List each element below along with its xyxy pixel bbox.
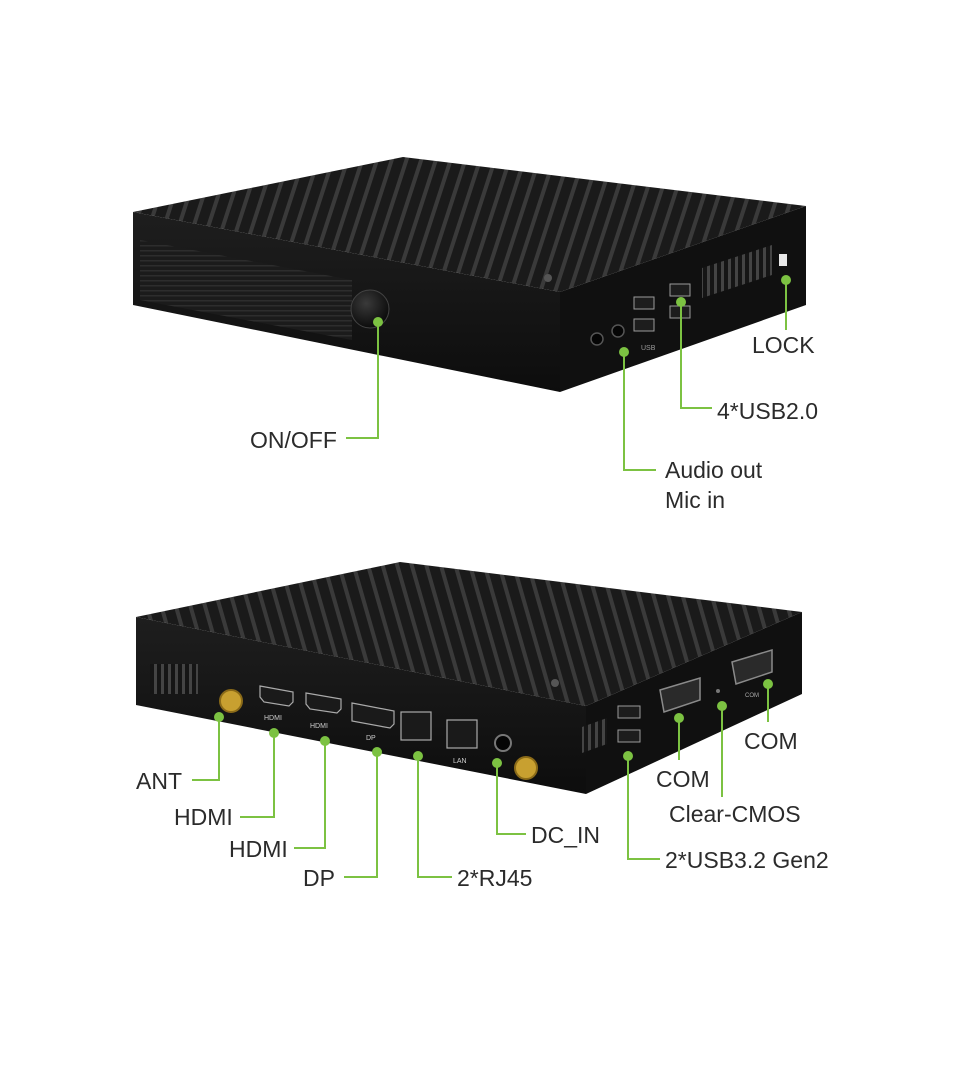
leader-usb20-line [680, 302, 712, 409]
leader-dp-line [344, 752, 378, 878]
com-port-2 [731, 648, 773, 685]
hdmi-port-1-mark: HDMI [264, 715, 282, 722]
leader-usb20-dot [676, 297, 686, 307]
leader-com-1-dot [674, 713, 684, 723]
leader-lock-dot [781, 275, 791, 285]
dc-in-jack [494, 734, 512, 752]
callout-leaders [192, 275, 791, 878]
leader-hdmi-2-dot [320, 736, 330, 746]
lock-slot [779, 254, 787, 266]
leader-ant-line [192, 717, 220, 781]
front-device-vent-stripes [140, 240, 352, 340]
com-port-1 [659, 676, 701, 713]
leader-hdmi-1-line [240, 733, 275, 818]
front-device: USB [133, 157, 806, 392]
rear-usb-port-1 [617, 705, 641, 719]
rear-left-vent [150, 664, 198, 694]
lan-port-mark: LAN [453, 758, 467, 765]
label-com-2: COM [744, 728, 798, 754]
front-corner-screw [544, 274, 552, 282]
front-device-side-vents [702, 245, 772, 298]
leader-ant-dot [214, 712, 224, 722]
power-button [350, 289, 390, 329]
front-usb-port-2 [633, 318, 655, 332]
label-rj45: 2*RJ45 [457, 865, 532, 891]
rear-usb-port-2 [617, 729, 641, 743]
antenna-connector-2 [514, 756, 538, 780]
label-dc-in: DC_IN [531, 822, 600, 848]
front-audio-jack-1 [590, 332, 604, 346]
label-usb20: 4*USB2.0 [717, 398, 818, 424]
com-port-mark: COM [745, 693, 759, 699]
label-mic-in: Mic in [665, 487, 725, 513]
leader-hdmi-1-dot [269, 728, 279, 738]
label-audio-out: Audio out [665, 457, 763, 483]
label-lock: LOCK [752, 332, 815, 358]
hdmi-port-1 [259, 685, 294, 707]
leader-on-off-line [346, 322, 379, 439]
label-dp: DP [303, 865, 335, 891]
antenna-connector-1 [219, 689, 243, 713]
label-ant: ANT [136, 768, 182, 794]
front-usb-port-1 [633, 296, 655, 310]
leader-rj45-line [417, 756, 452, 878]
rear-side-vent [582, 718, 607, 753]
label-hdmi-1: HDMI [174, 804, 233, 830]
front-usb-port-3 [669, 283, 691, 297]
rear-device-top-heatsink [136, 562, 802, 706]
label-usb32: 2*USB3.2 Gen2 [665, 847, 829, 873]
label-on-off: ON/OFF [250, 427, 337, 453]
leader-clear-cmos-dot [717, 701, 727, 711]
front-audio-jack-2 [611, 324, 625, 338]
rear-corner-screw [551, 679, 559, 687]
lan-port-2 [446, 719, 478, 749]
label-clear-cmos: Clear-CMOS [669, 801, 801, 827]
leader-usb32-dot [623, 751, 633, 761]
leader-rj45-dot [413, 751, 423, 761]
lan-port-1 [400, 711, 432, 741]
leader-on-off-dot [373, 317, 383, 327]
displayport-port-mark: DP [366, 735, 376, 742]
label-com-1: COM [656, 766, 710, 792]
leader-dc-in-line [496, 763, 526, 835]
leader-dp-dot [372, 747, 382, 757]
leader-dc-in-dot [492, 758, 502, 768]
leader-hdmi-2-line [294, 741, 326, 849]
displayport-port [351, 702, 395, 729]
front-device-top-heatsink [133, 157, 806, 292]
hdmi-port-2 [305, 692, 342, 714]
rear-device: HDMI HDMI DP LAN COM [136, 562, 802, 794]
clear-cmos-hole [716, 689, 720, 693]
front-usb-port-mark: USB [641, 345, 656, 352]
leader-com-2-dot [763, 679, 773, 689]
leader-audio-line [623, 352, 656, 471]
leader-usb32-line [627, 756, 660, 860]
label-hdmi-2: HDMI [229, 836, 288, 862]
hdmi-port-2-mark: HDMI [310, 723, 328, 730]
leader-audio-dot [619, 347, 629, 357]
